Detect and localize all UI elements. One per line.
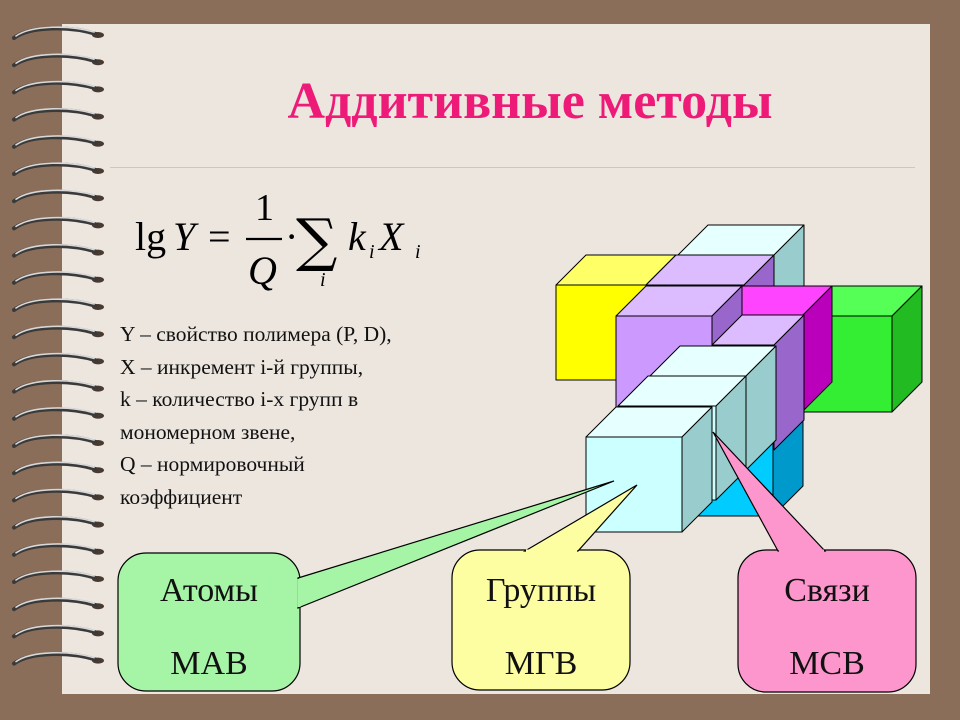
legend-line-q: Q – нормировочный bbox=[120, 452, 305, 476]
callout-bonds-line2: МСВ bbox=[789, 645, 865, 682]
binding-ring bbox=[12, 434, 104, 448]
callout-bonds-line1: Связи bbox=[784, 572, 870, 609]
binding-ring bbox=[12, 271, 104, 285]
formula-sum-index: i bbox=[320, 269, 326, 291]
formula-sigma: ∑ bbox=[296, 206, 337, 274]
binding-ring bbox=[12, 380, 104, 394]
cube-violet-side bbox=[711, 314, 805, 451]
binding-ring bbox=[12, 298, 104, 312]
title-divider bbox=[110, 167, 915, 168]
callout-bonds: Связи МСВ bbox=[712, 431, 917, 693]
slide-title: Аддитивные методы bbox=[287, 73, 773, 130]
callout-atoms: Атомы МАВ bbox=[117, 480, 615, 692]
binding-ring bbox=[12, 352, 104, 367]
formula-k: k bbox=[348, 214, 367, 259]
binding-ring bbox=[12, 624, 104, 639]
binding-ring bbox=[12, 488, 104, 503]
binding-ring bbox=[12, 108, 104, 122]
binding-ring bbox=[12, 570, 104, 584]
legend-line-x: X – инкремент i-й группы, bbox=[120, 354, 364, 379]
callout-groups-line2: МГВ bbox=[505, 645, 578, 682]
callout-atoms-line2: МАВ bbox=[170, 645, 247, 682]
binding-ring bbox=[12, 80, 104, 95]
binding-ring bbox=[12, 162, 104, 176]
variable-legend: Y – свойство полимера (P, D), X – инкрем… bbox=[120, 318, 540, 513]
formula-equals: = bbox=[208, 214, 231, 259]
binding-ring bbox=[12, 652, 104, 666]
binding-ring bbox=[12, 461, 104, 476]
binding-ring bbox=[12, 53, 104, 68]
callout-groups-line1: Группы bbox=[486, 572, 596, 609]
binding-ring bbox=[12, 516, 104, 530]
binding-ring bbox=[12, 135, 104, 149]
formula-k-index: i bbox=[369, 241, 375, 263]
binding-ring bbox=[12, 26, 104, 40]
formula-denominator: Q bbox=[248, 248, 277, 293]
legend-line-q-cont: коэффициент bbox=[120, 484, 243, 509]
binding-ring bbox=[12, 189, 104, 204]
additive-formula: lg Y = 1 Q · ∑ i k i X i bbox=[135, 187, 421, 293]
formula-x-index: i bbox=[415, 241, 421, 263]
binding-ring bbox=[12, 597, 104, 612]
callout-groups: Группы МГВ bbox=[451, 484, 638, 691]
legend-line-k: k – количество i-х групп в bbox=[120, 387, 359, 411]
legend-line-y: Y – свойство полимера (P, D), bbox=[120, 322, 392, 346]
formula-x: X bbox=[377, 214, 405, 259]
legend-line-k-cont: мономерном звене, bbox=[120, 419, 296, 444]
formula-dot: · bbox=[285, 214, 298, 259]
formula-numerator: 1 bbox=[255, 187, 274, 229]
formula-lg: lg bbox=[135, 214, 166, 259]
binding-ring bbox=[12, 216, 104, 231]
callout-atoms-line1: Атомы bbox=[160, 572, 258, 609]
binding-ring bbox=[12, 325, 104, 340]
spiral-binding bbox=[12, 26, 104, 666]
binding-ring bbox=[12, 407, 104, 421]
formula-y: Y bbox=[173, 214, 199, 259]
binding-ring bbox=[12, 543, 104, 557]
binding-ring bbox=[12, 244, 104, 258]
